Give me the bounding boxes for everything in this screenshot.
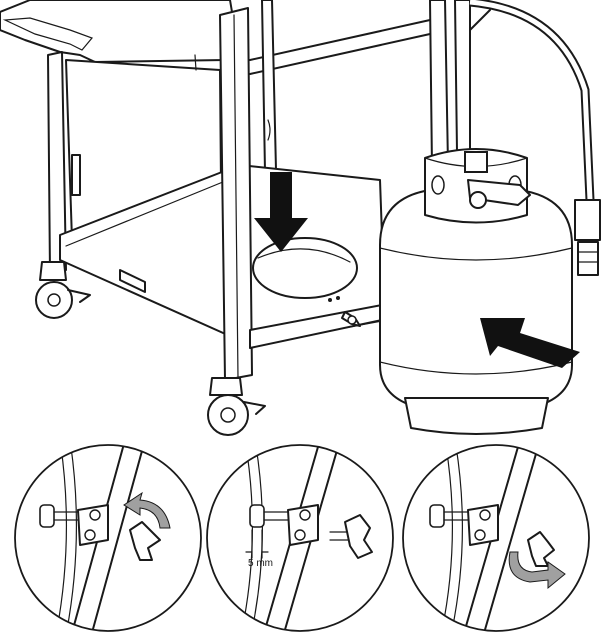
side-shelf xyxy=(0,0,236,63)
detail-view-measure-gap: 5 mm xyxy=(206,444,394,632)
curved-arrow-counterclockwise-icon xyxy=(123,491,171,529)
tank-well-opening xyxy=(252,237,358,299)
detail-view-tighten-wing-nut xyxy=(402,444,590,632)
grill-cart xyxy=(0,0,491,436)
rear-left-leg xyxy=(47,51,67,275)
propane-tank xyxy=(379,148,573,435)
wing-nut-on-frame xyxy=(341,311,361,327)
arrow-down-icon xyxy=(254,172,308,252)
front-caster xyxy=(207,377,266,436)
rear-right-leg xyxy=(429,0,449,169)
detail-view-remove-wing-nut xyxy=(14,444,202,632)
gap-dimension-label: 5 mm xyxy=(248,558,273,569)
left-caster xyxy=(35,261,91,319)
arrow-insert-icon xyxy=(480,318,580,368)
curved-arrow-clockwise-icon xyxy=(508,551,566,590)
gas-hose xyxy=(469,0,601,276)
